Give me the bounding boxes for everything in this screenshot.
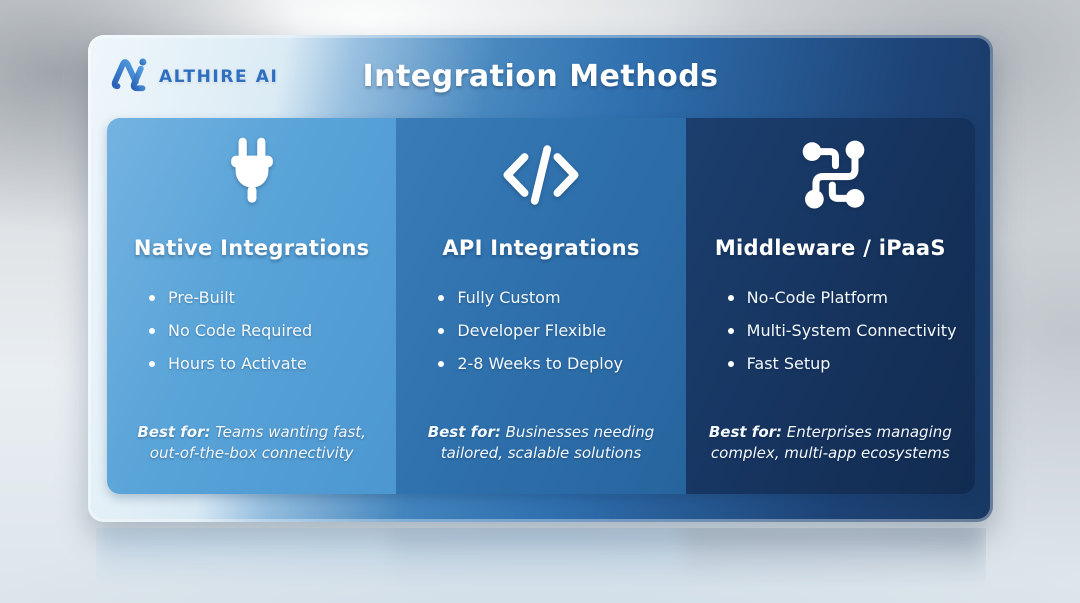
bullet-dot-icon xyxy=(727,327,734,334)
card-header: ALTHIRE AI Integration Methods xyxy=(88,35,993,118)
brand-name: ALTHIRE AI xyxy=(159,66,279,87)
bullet-dot-icon xyxy=(438,360,445,367)
list-item: No-Code Platform xyxy=(727,288,965,307)
column-heading: Middleware / iPaaS xyxy=(714,236,946,260)
bullet-text: 2-8 Weeks to Deploy xyxy=(457,354,623,374)
bullet-dot-icon xyxy=(438,327,445,334)
best-for-text: Teams wanting fast, out-of-the-box conne… xyxy=(149,422,366,462)
bullet-text: Pre-Built xyxy=(168,288,235,307)
column-api-integrations: API Integrations Fully Custom Developer … xyxy=(396,118,686,494)
plug-icon xyxy=(107,132,396,218)
feature-list: Pre-Built No Code Required Hours to Acti… xyxy=(107,288,396,388)
column-middleware-ipaas: Middleware / iPaaS No-Code Platform Mult… xyxy=(685,118,975,494)
page-title: Integration Methods xyxy=(362,59,719,94)
best-for-note: Best for: Teams wanting fast, out-of-the… xyxy=(121,422,382,464)
bullet-text: Multi-System Connectivity xyxy=(746,321,957,341)
bullet-dot-icon xyxy=(438,294,445,301)
feature-list: Fully Custom Developer Flexible 2-8 Week… xyxy=(396,288,685,388)
best-for-label: Best for: xyxy=(427,422,501,441)
column-heading: API Integrations xyxy=(442,236,640,260)
infographic-card: ALTHIRE AI Integration Methods Native In… xyxy=(88,35,993,522)
bullet-dot-icon xyxy=(727,360,734,367)
bullet-dot-icon xyxy=(149,327,155,334)
best-for-label: Best for: xyxy=(708,422,783,441)
best-for-label: Best for: xyxy=(137,422,211,441)
bullet-text: No Code Required xyxy=(168,321,313,341)
bullet-text: Developer Flexible xyxy=(457,321,607,341)
list-item: No Code Required xyxy=(149,321,386,340)
feature-list: No-Code Platform Multi-System Connectivi… xyxy=(686,288,975,388)
bullet-dot-icon xyxy=(727,294,734,301)
best-for-note: Best for: Businesses needing tailored, s… xyxy=(410,422,671,464)
bullet-dot-icon xyxy=(149,294,155,301)
column-native-integrations: Native Integrations Pre-Built No Code Re… xyxy=(107,118,397,494)
column-heading: Native Integrations xyxy=(133,236,370,260)
bullet-text: Fast Setup xyxy=(746,354,831,374)
bullet-text: No-Code Platform xyxy=(746,288,889,307)
code-icon xyxy=(396,132,685,218)
bullet-dot-icon xyxy=(149,360,155,367)
althire-logo-icon xyxy=(110,56,150,97)
list-item: Pre-Built xyxy=(149,288,386,307)
best-for-note: Best for: Enterprises managing complex, … xyxy=(700,422,961,464)
list-item: Fully Custom xyxy=(438,288,675,307)
connected-nodes-icon xyxy=(686,132,975,218)
card-reflection xyxy=(96,528,986,598)
integration-columns: Native Integrations Pre-Built No Code Re… xyxy=(107,118,975,494)
best-for-text: Enterprises managing complex, multi-app … xyxy=(710,422,952,462)
bullet-text: Hours to Activate xyxy=(168,354,307,374)
best-for-text: Businesses needing tailored, scalable so… xyxy=(440,422,655,462)
list-item: Multi-System Connectivity xyxy=(727,321,965,341)
bullet-text: Fully Custom xyxy=(457,288,561,307)
list-item: Hours to Activate xyxy=(149,354,386,373)
list-item: 2-8 Weeks to Deploy xyxy=(438,354,675,373)
brand-logo: ALTHIRE AI xyxy=(110,56,278,97)
list-item: Fast Setup xyxy=(727,354,965,374)
list-item: Developer Flexible xyxy=(438,321,675,340)
